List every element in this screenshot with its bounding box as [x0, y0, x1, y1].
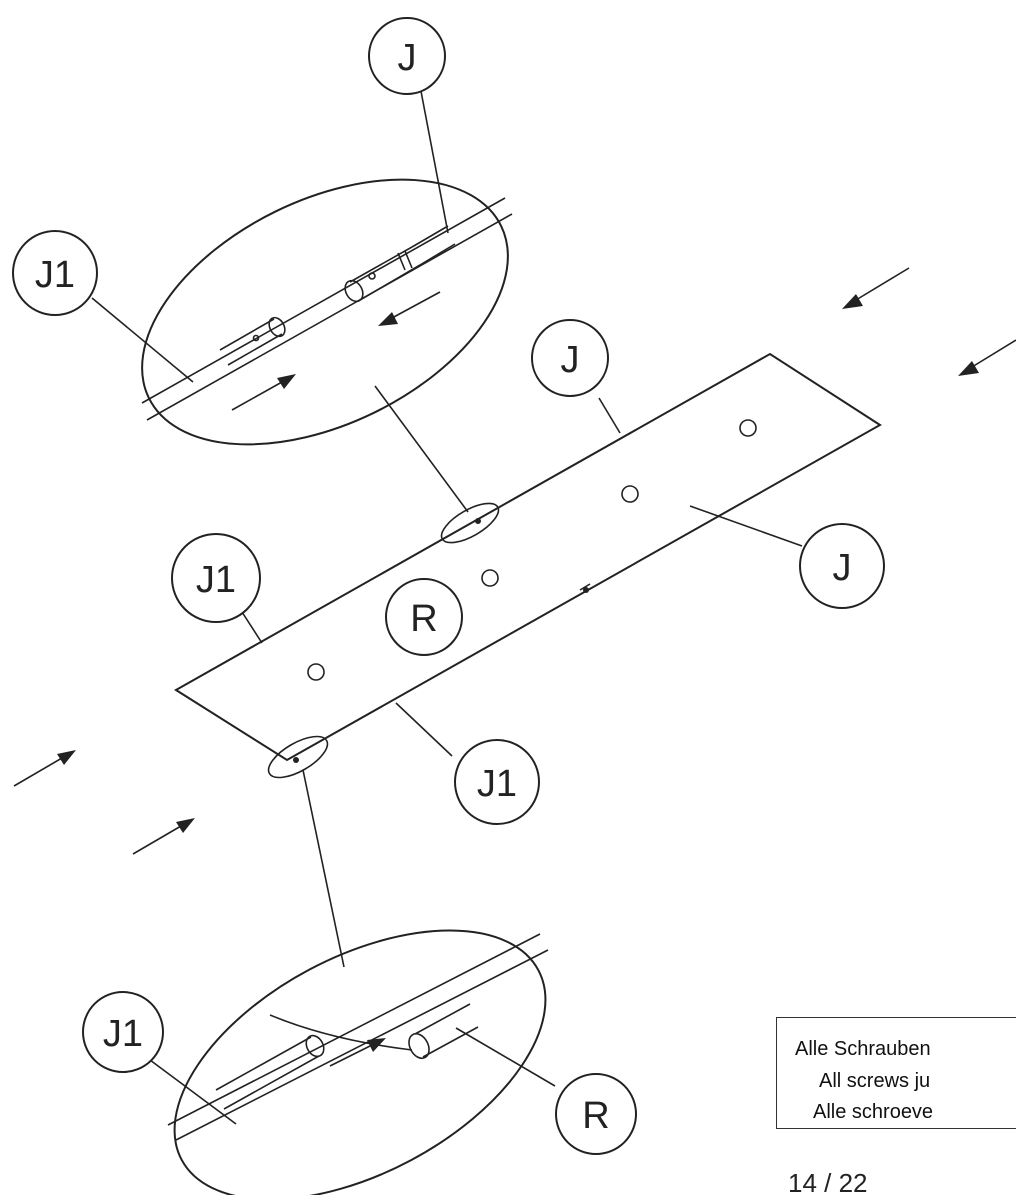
arrow-top-left — [231, 374, 296, 411]
label-bubble-j1-top: J1 — [12, 230, 98, 316]
arrow-lower-left-1 — [13, 750, 76, 787]
label-bubble-r-bottom: R — [555, 1073, 637, 1155]
arrow-bottom — [329, 1038, 386, 1067]
label-bubble-r-plate: R — [385, 578, 463, 656]
instruction-note-box: Alle Schrauben All screws ju Alle schroe… — [776, 1017, 1016, 1129]
pin-r-bottom — [408, 1003, 479, 1060]
note-line-en: All screws ju — [819, 1070, 931, 1092]
label-j1-plate-bottom: J1 — [477, 763, 517, 805]
hole — [307, 663, 325, 681]
arrow-upper-right-2 — [958, 339, 1016, 376]
top-detail-callout — [141, 178, 513, 446]
bottom-detail-callout — [167, 929, 549, 1195]
label-bubble-j1-bottom: J1 — [82, 991, 164, 1073]
label-j1-top: J1 — [35, 254, 75, 296]
label-j1-bottom: J1 — [103, 1013, 143, 1055]
hole — [739, 419, 757, 437]
plate — [174, 352, 882, 779]
page-number: 14 / 22 — [788, 1168, 868, 1198]
pin-j1-bottom — [215, 1034, 325, 1110]
label-j-top: J — [398, 37, 417, 79]
label-j-plate-top: J — [561, 339, 580, 381]
hole — [621, 485, 639, 503]
label-bubble-j1-plate-bottom: J1 — [454, 739, 540, 825]
arrow-lower-left-2 — [132, 818, 195, 855]
arrow-upper-right-1 — [842, 267, 910, 309]
label-bubble-j-plate-top: J — [531, 319, 609, 397]
pin-j1-top — [219, 316, 286, 366]
label-bubble-j1-plate-left: J1 — [171, 533, 261, 623]
label-bubble-j-top: J — [368, 17, 446, 95]
hole — [481, 569, 499, 587]
label-r-bottom: R — [582, 1095, 609, 1137]
label-j-plate-right: J — [833, 547, 852, 589]
arrow-top-right — [378, 291, 441, 326]
label-r-plate: R — [410, 598, 437, 640]
label-bubble-j-plate-right: J — [799, 523, 885, 609]
label-j1-plate-left: J1 — [196, 559, 236, 601]
pin-j-top — [344, 225, 456, 303]
note-line-nl: Alle schroeve — [813, 1101, 934, 1123]
note-line-de: Alle Schrauben — [795, 1038, 931, 1060]
